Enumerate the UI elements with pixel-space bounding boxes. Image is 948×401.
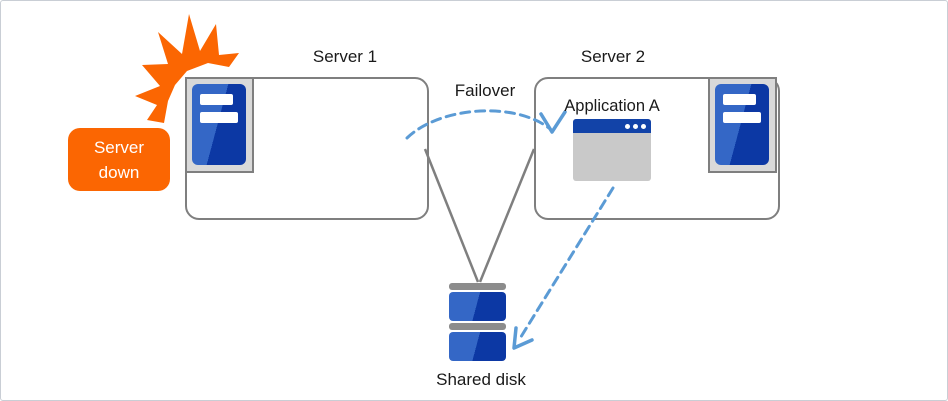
window-titlebar [573, 119, 651, 133]
window-dot-icon [633, 123, 638, 129]
server1-icon-plate [185, 77, 254, 173]
server1-to-disk-line [423, 148, 480, 283]
app-to-disk-arrowhead-icon [512, 326, 534, 350]
server-slot [723, 94, 756, 105]
server2-icon-plate [708, 77, 777, 173]
window-dot-icon [625, 123, 630, 129]
window-dot-icon [641, 123, 646, 129]
server1-label: Server 1 [312, 47, 378, 66]
server-slot [200, 94, 233, 105]
disk-cap [449, 323, 506, 330]
server-tower-icon [192, 84, 246, 165]
server2-label: Server 2 [580, 47, 646, 66]
shared-disk-label: Shared disk [436, 370, 526, 389]
disk-cap [449, 283, 506, 290]
application-window-icon [573, 119, 651, 181]
application-label: Application A [564, 97, 660, 115]
server-slot [723, 112, 761, 123]
server2-to-disk-line [478, 148, 536, 283]
server-down-line1: Server [93, 137, 145, 157]
failover-label: Failover [454, 81, 516, 100]
server-slot [200, 112, 238, 123]
disk-platter [449, 332, 506, 361]
server-tower-icon [715, 84, 769, 165]
disk-stack-icon [449, 283, 506, 363]
server-down-badge: Server down [68, 128, 170, 191]
server-down-line2: down [98, 162, 140, 182]
disk-platter [449, 292, 506, 321]
